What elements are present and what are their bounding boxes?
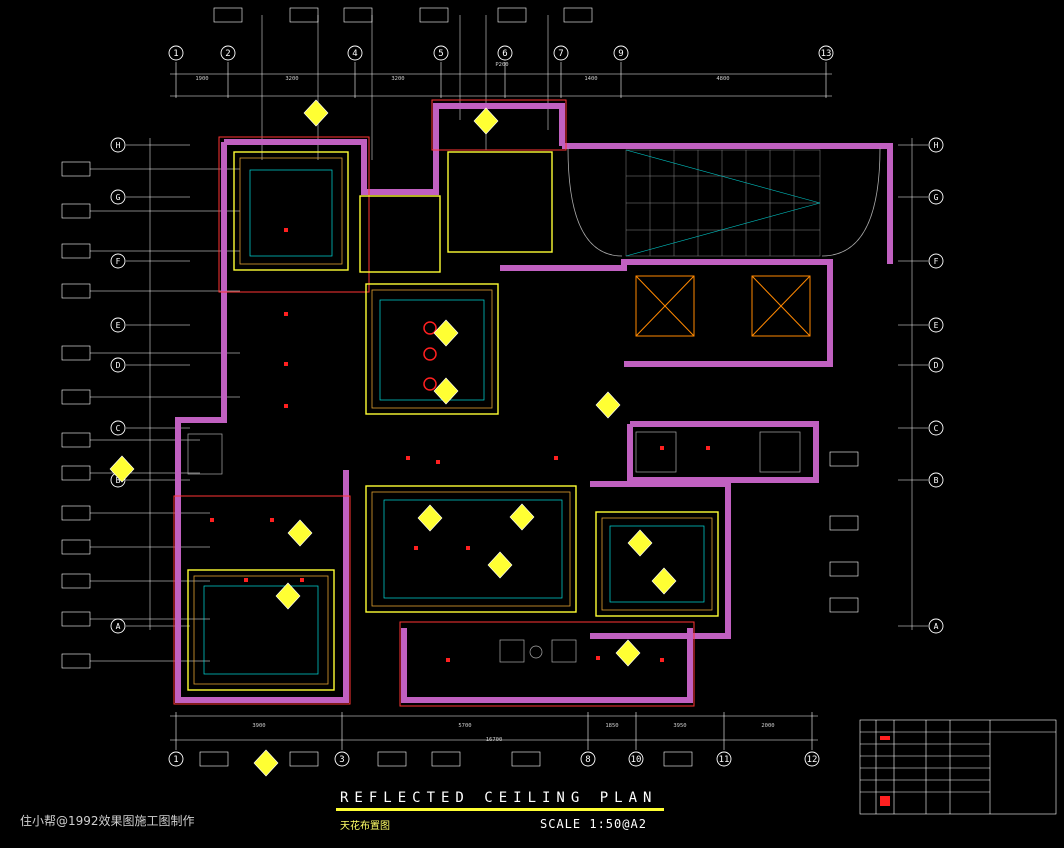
row-label: G	[116, 193, 121, 202]
furniture	[187, 431, 801, 663]
col-label: 13	[821, 49, 832, 59]
light-fixtures	[210, 228, 710, 662]
elevator-shafts	[635, 275, 811, 337]
grid-column-bubbles-bottom	[168, 751, 820, 767]
row-label: G	[934, 193, 939, 202]
dim-text: 1400	[584, 76, 597, 82]
stair-diagonals	[625, 149, 821, 257]
row-label: E	[116, 321, 121, 330]
bottom-dimensions: 3900 5700 1850 3950 2000 16700	[252, 723, 774, 743]
row-label: D	[116, 361, 121, 370]
dim-text: 3900	[252, 723, 265, 729]
stair-grid	[625, 149, 821, 257]
walls	[175, 103, 893, 703]
row-label: B	[116, 476, 121, 485]
dim-text: 5700	[458, 723, 471, 729]
dim-text: 4800	[716, 76, 729, 82]
col-label: 7	[558, 49, 563, 59]
top-dimensions: 1900 3200 3200 1400 4800 P200	[195, 62, 729, 82]
col-label: 3	[339, 755, 344, 765]
grid-columns-bottom	[170, 712, 818, 750]
row-label: F	[116, 257, 121, 266]
row-label: B	[934, 476, 939, 485]
wall-outline-red	[173, 99, 695, 707]
right-annotation-tags	[829, 451, 859, 613]
col-label: 12	[807, 755, 818, 765]
section-markers	[109, 99, 677, 777]
row-label: C	[116, 424, 121, 433]
row-label: D	[934, 361, 939, 370]
legend-swatches	[880, 736, 890, 806]
col-label: 4	[352, 49, 357, 59]
chandelier-icons	[423, 321, 437, 391]
curved-walls	[567, 147, 881, 257]
col-label: 10	[631, 755, 642, 765]
row-label: A	[934, 622, 939, 631]
left-annotation-tags	[61, 161, 91, 669]
dim-text: 2000	[761, 723, 774, 729]
left-leader-lines	[90, 168, 240, 662]
row-label: H	[934, 141, 939, 150]
col-label: 1	[173, 49, 178, 59]
row-label: E	[934, 321, 939, 330]
ceiling-cyan-lines	[203, 169, 705, 675]
col-label: 1	[173, 755, 178, 765]
ceiling-inner	[193, 157, 713, 685]
grid-column-labels-top: 1 2 4 5 6 7 9 13	[173, 49, 831, 59]
row-label: A	[116, 622, 121, 631]
grid-row-bubbles	[110, 137, 944, 634]
dim-text: 3200	[285, 76, 298, 82]
col-label: 2	[225, 49, 230, 59]
dim-text: P200	[495, 62, 508, 68]
col-label: 11	[719, 755, 730, 765]
grid-column-labels-bottom: 1 3 8 10 11 12	[173, 755, 817, 765]
dim-text: 1850	[605, 723, 618, 729]
drawing-subtitle: 天花布置图	[340, 821, 390, 832]
row-label: F	[934, 257, 939, 266]
grid-rows	[126, 138, 928, 630]
legend-table	[859, 719, 1057, 815]
dim-text: 1900	[195, 76, 208, 82]
dim-text: 3200	[391, 76, 404, 82]
dim-text: 16700	[486, 737, 503, 743]
title-underline	[336, 808, 664, 811]
bottom-annotation-tags	[199, 751, 693, 767]
drawing-scale: SCALE 1:50@A2	[540, 817, 647, 831]
col-label: 8	[585, 755, 590, 765]
dim-text: 3950	[673, 723, 686, 729]
col-label: 6	[502, 49, 507, 59]
top-annotation-tags	[213, 7, 593, 23]
col-label: 5	[438, 49, 443, 59]
drawing-title: REFLECTED CEILING PLAN	[340, 790, 658, 806]
grid-row-labels: H G F E D C B A H G F E D C B A	[116, 141, 939, 631]
ceiling-outlines	[187, 151, 719, 691]
col-label: 9	[618, 49, 623, 59]
watermark-text: 住小帮@1992效果图施工图制作	[20, 814, 195, 828]
grid-columns-top	[170, 62, 832, 98]
row-label: C	[934, 424, 939, 433]
row-label: H	[116, 141, 121, 150]
grid-column-bubbles-top	[168, 45, 834, 61]
